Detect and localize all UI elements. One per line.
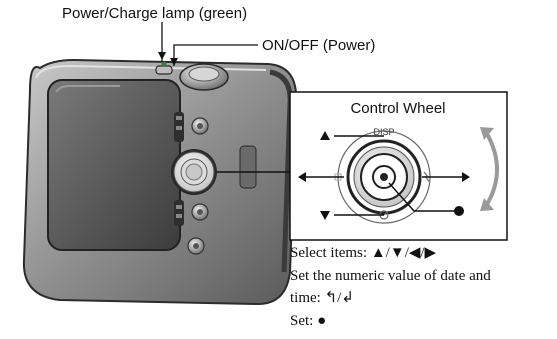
power-button[interactable] [155,65,173,75]
center-button-pointer [388,182,464,216]
numeric-time-line: time: ↰/↲ [290,287,555,310]
power-lamp-icon [161,61,167,67]
down-arrow-icon [320,211,384,220]
numeric-value-line: Set the numeric value of date and [290,267,491,284]
instructions: Select items: ▲/▼/◀/▶ Set the numeric va… [290,242,555,332]
menu-button[interactable] [174,200,184,226]
right-arrow-icon [422,172,470,182]
select-items-symbols: ▲/▼/◀/▶ [370,245,437,261]
camera-control-wheel[interactable] [171,149,217,195]
rotate-arrow-icon [480,127,499,211]
control-wheel-detail[interactable] [337,130,431,224]
disp-label: DISP [373,127,394,137]
left-arrow-icon [298,172,344,182]
side-panel [239,145,257,189]
zoom-lever[interactable] [174,112,184,142]
set-symbol: ● [317,312,327,329]
set-label: Set: [290,312,314,329]
set-line: Set: ● [290,310,555,333]
control-wheel-title: Control Wheel [350,100,445,117]
numeric-time-label: time: [290,290,321,306]
on-off-label: ON/OFF (Power) [262,37,375,54]
power-lamp-label: Power/Charge lamp (green) [62,5,247,22]
rotate-symbols: ↰/↲ [324,290,354,306]
up-arrow-icon [320,131,384,140]
select-items-line: Select items: ▲/▼/◀/▶ [290,242,555,265]
lcd-screen [47,79,181,251]
select-items-label: Select items: [290,245,368,261]
